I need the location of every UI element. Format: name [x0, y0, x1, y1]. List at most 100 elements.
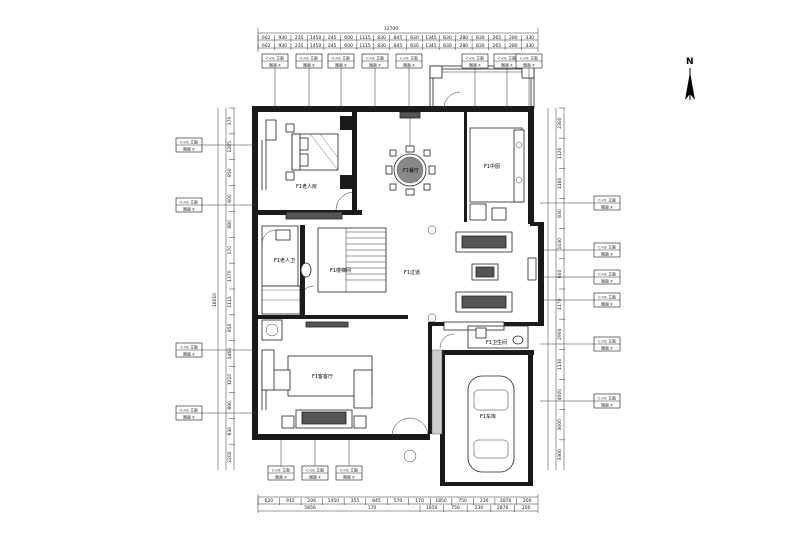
- elevation-tag-text: 图面 X: [601, 279, 613, 284]
- dimension-label: 230: [475, 505, 484, 511]
- elevation-tag-text: C-01 立面: [366, 56, 384, 61]
- dimension-label: 330: [525, 35, 534, 41]
- elevation-tag-text: C-01 立面: [598, 396, 616, 401]
- dimension-label: 2200: [227, 451, 233, 463]
- elder-bathroom: F1老人卫: [261, 225, 312, 341]
- north-arrow: N: [685, 57, 695, 100]
- dimension-label: 280: [509, 35, 518, 41]
- dimension-label: 265: [493, 35, 502, 41]
- dimension-label: 2870: [500, 498, 512, 504]
- elevation-tag-text: 图面 X: [523, 63, 535, 68]
- elevation-tag-text: 图面 X: [601, 302, 613, 307]
- north-label: N: [686, 57, 694, 67]
- elevation-tag-text: C-01 立面: [300, 56, 318, 61]
- elevation-tag-text: 图面 X: [469, 63, 481, 68]
- elevation-tag-text: C-01 立面: [598, 198, 616, 203]
- dimension-label: 620: [264, 498, 273, 504]
- dimension-label: 600: [344, 35, 353, 41]
- dimension-label: 245: [328, 43, 337, 49]
- room-label-study: F1客客厅: [312, 373, 333, 380]
- dimension-label: 1120: [557, 147, 563, 159]
- elevation-tag-text: 图面 X: [183, 207, 195, 212]
- dimension-label: 200: [523, 498, 532, 504]
- dimension-label: 830: [377, 43, 386, 49]
- dimension-label: 845: [394, 43, 403, 49]
- dimension-label: 330: [525, 43, 534, 49]
- elevation-tag-text: 图面 X: [303, 63, 315, 68]
- elevation-tag-text: C-01 立面: [180, 200, 198, 205]
- elevation-tag-text: 图面 X: [601, 252, 613, 257]
- right-dimension-chain: 2300112011608301030600117029001130400030…: [547, 107, 565, 470]
- dimension-label: 265: [493, 43, 502, 49]
- dimension-label: 830: [443, 43, 452, 49]
- dimension-label: 1130: [557, 359, 563, 371]
- elevation-tag-text: C-01 立面: [180, 140, 198, 145]
- dimension-label: 235: [295, 43, 304, 49]
- room-label-hall: F1过道: [404, 269, 420, 276]
- bottom-dim-left-total: 5856: [304, 505, 316, 511]
- dimension-label: 170: [415, 498, 424, 504]
- dimension-label: 1115: [359, 43, 371, 49]
- garage: F1车库: [431, 349, 515, 473]
- dimension-label: 845: [394, 35, 403, 41]
- exterior-walls: [252, 106, 544, 486]
- dimension-label: 880: [227, 220, 233, 229]
- dimension-label: 830: [476, 43, 485, 49]
- elevation-tag-text: 图面 X: [343, 475, 355, 480]
- dimension-label: 1115: [359, 35, 371, 41]
- room-label-dining: F1餐厅: [403, 167, 419, 174]
- elevation-tag-text: C-01 立面: [272, 468, 290, 473]
- elevation-tag-text: 图面 X: [183, 352, 195, 357]
- elevation-tag-text: C-01 立面: [180, 408, 198, 413]
- dimension-label: 355: [351, 498, 360, 504]
- dimension-label: 2300: [557, 117, 563, 129]
- elevation-tag-text: 图面 X: [335, 63, 347, 68]
- dimension-label: 845: [372, 498, 381, 504]
- dimension-label: 1850: [426, 505, 438, 511]
- elevation-tag-text: 图面 X: [501, 63, 513, 68]
- dimension-label: 570: [394, 498, 403, 504]
- dimension-label: 850: [227, 323, 233, 332]
- dimension-label: 830: [443, 35, 452, 41]
- dimension-label: 1850: [435, 498, 447, 504]
- elevation-tag-text: 图面 X: [183, 415, 195, 420]
- dimension-label: 3000: [557, 419, 563, 431]
- dimension-label: 750: [458, 498, 467, 504]
- dimension-label: 1115: [227, 296, 233, 308]
- doors: [261, 91, 461, 349]
- dimension-label: 206: [308, 498, 317, 504]
- guest-bathroom: F1卫生间: [467, 325, 529, 349]
- dimension-label: 830: [410, 43, 419, 49]
- room-label-master: F1老人房: [296, 183, 317, 190]
- balcony: [429, 65, 535, 109]
- elevation-tag-text: C-01 立面: [306, 468, 324, 473]
- dimension-label: 1450: [310, 35, 322, 41]
- dimension-label: 280: [509, 43, 518, 49]
- dimension-label: 280: [460, 43, 469, 49]
- dimension-label: 2870: [497, 505, 509, 511]
- elevation-tag-text: C-01 立面: [332, 56, 350, 61]
- master-bedroom: F1老人房: [265, 119, 343, 220]
- dimension-label: 3300: [557, 449, 563, 461]
- top-dim-total: 12700: [384, 26, 398, 32]
- dimension-label: 830: [410, 35, 419, 41]
